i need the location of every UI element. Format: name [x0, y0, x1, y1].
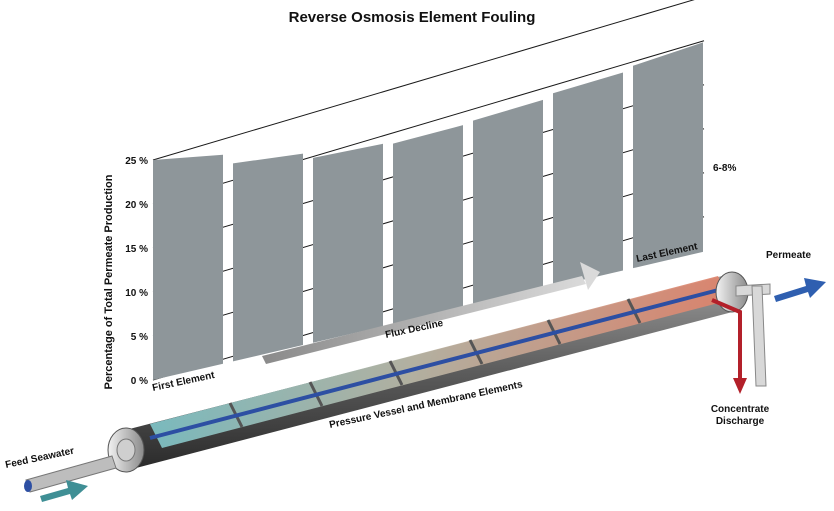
- concentrate-arrow-icon: [711, 298, 747, 394]
- y-tick-label: 0 %: [131, 376, 148, 387]
- feed-arrow-icon: [40, 480, 88, 502]
- y-tick-label: 10 %: [125, 288, 148, 299]
- feed-seawater-label: Feed Seawater: [4, 446, 75, 471]
- y-tick-label: 5 %: [131, 332, 148, 343]
- concentrate-label-line1: Concentrate: [711, 404, 770, 415]
- bar-element-2: [233, 153, 303, 362]
- flux-decline-arrow: [262, 262, 600, 364]
- y-tick-label: 15 %: [125, 244, 148, 255]
- bar-element-5: [473, 99, 543, 306]
- concentrate-label-line2: Discharge: [716, 416, 765, 427]
- y-axis-ticks: 0 % 5 % 10 % 15 % 20 % 25 %: [125, 156, 148, 387]
- pressure-vessel: [24, 271, 771, 493]
- end-value-label: 6-8%: [713, 163, 736, 174]
- bar-element-3: [313, 143, 383, 343]
- diagram-title: Reverse Osmosis Element Fouling: [289, 9, 536, 26]
- y-tick-label: 25 %: [125, 156, 148, 167]
- y-axis-label: Percentage of Total Permeate Production: [103, 174, 115, 389]
- chart-bars: [153, 42, 703, 380]
- bar-element-6: [553, 72, 623, 287]
- gridline: [152, 0, 695, 161]
- bar-element-4: [393, 125, 463, 325]
- permeate-label: Permeate: [766, 250, 811, 261]
- bar-element-7: [633, 42, 703, 269]
- permeate-arrow-icon: [774, 278, 826, 302]
- bar-element-1: [153, 154, 223, 380]
- y-tick-label: 20 %: [125, 200, 148, 211]
